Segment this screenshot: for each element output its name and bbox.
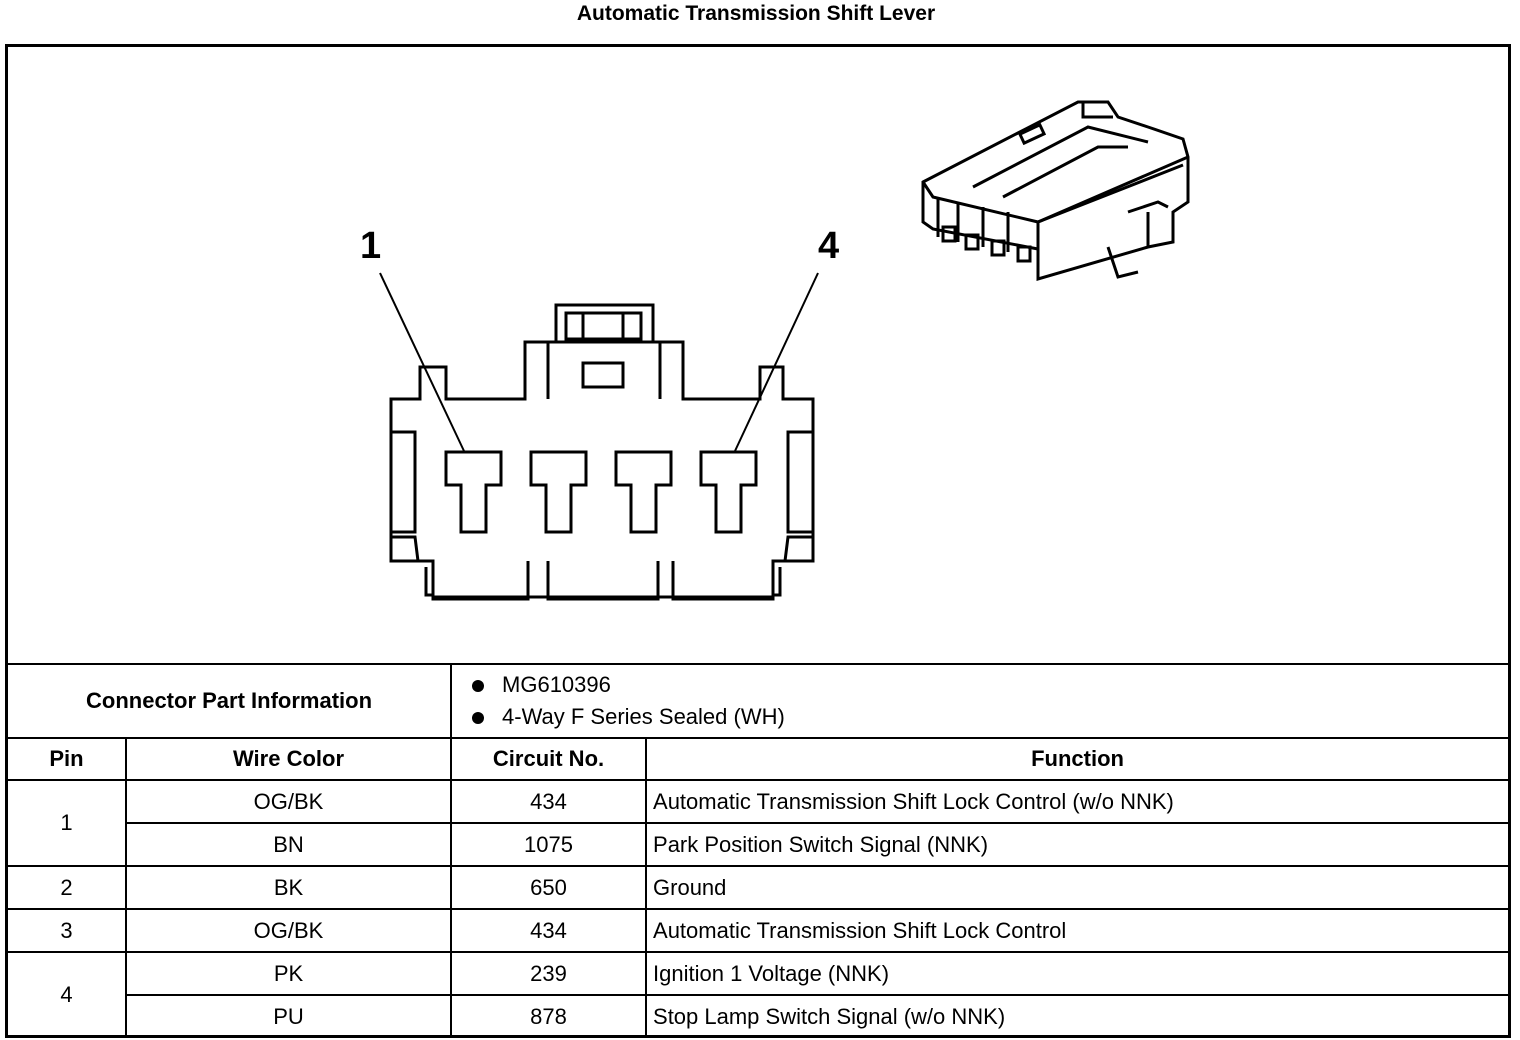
connector-diagram: 1 4 <box>8 47 1508 663</box>
bullet-icon <box>472 712 485 725</box>
header-wire-color: Wire Color <box>124 737 453 781</box>
wire-color-cell: OG/BK <box>124 908 453 953</box>
function-cell: Automatic Transmission Shift Lock Contro… <box>645 779 1509 824</box>
circuit-cell: 878 <box>450 994 648 1037</box>
table-row: PU 878 Stop Lamp Switch Signal (w/o NNK) <box>8 994 1509 1037</box>
callout-pin-1: 1 <box>360 225 382 267</box>
connector-face-view <box>379 100 1190 601</box>
wire-color-cell: BK <box>124 865 453 910</box>
function-cell: Park Position Switch Signal (NNK) <box>645 822 1509 867</box>
table-row: 3 OG/BK 434 Automatic Transmission Shift… <box>8 908 1509 953</box>
pin-cell: 4 <box>8 951 127 1038</box>
table-row: BN 1075 Park Position Switch Signal (NNK… <box>8 822 1509 867</box>
connector-part-info-values: MG610396 4-Way F Series Sealed (WH) <box>450 663 1509 739</box>
table-row: 4 PK 239 Ignition 1 Voltage (NNK) <box>8 951 1509 1038</box>
circuit-cell: 650 <box>450 865 648 910</box>
table-row: 1 OG/BK 434 Automatic Transmission Shift… <box>8 779 1509 867</box>
wire-color-cell: PU <box>126 994 453 1037</box>
circuit-cell: 434 <box>450 779 648 824</box>
function-cell: Ignition 1 Voltage (NNK) <box>645 951 1509 996</box>
connector-type: 4-Way F Series Sealed (WH) <box>502 704 785 729</box>
wire-color-cell: OG/BK <box>124 779 453 824</box>
wire-color-cell: PK <box>124 951 453 996</box>
part-info-item: 4-Way F Series Sealed (WH) <box>472 701 1508 733</box>
pin-cell: 1 <box>8 779 127 867</box>
function-cell: Ground <box>645 865 1509 910</box>
header-function: Function <box>645 737 1509 781</box>
header-pin: Pin <box>8 737 127 781</box>
connector-part-info-label: Connector Part Information <box>8 663 453 739</box>
part-info-item: MG610396 <box>472 669 1508 701</box>
circuit-cell: 239 <box>450 951 648 996</box>
part-number: MG610396 <box>502 672 611 697</box>
circuit-cell: 1075 <box>450 822 648 867</box>
table-header-row: Pin Wire Color Circuit No. Function <box>8 737 1509 781</box>
connector-frame: 1 4 Connector Part Information MG610396 … <box>5 44 1511 1038</box>
pinout-table: Connector Part Information MG610396 4-Wa… <box>8 663 1509 1038</box>
pin-cell: 3 <box>8 908 127 953</box>
bullet-icon <box>472 680 485 693</box>
table-row: 2 BK 650 Ground <box>8 865 1509 910</box>
wire-color-cell: BN <box>126 822 453 867</box>
callout-pin-4: 4 <box>818 225 840 267</box>
pin-cell: 2 <box>8 865 127 910</box>
connector-part-info-row: Connector Part Information MG610396 4-Wa… <box>8 663 1509 739</box>
header-circuit: Circuit No. <box>450 737 648 781</box>
diagram-title: Automatic Transmission Shift Lever <box>576 2 936 25</box>
connector-isometric-icon <box>921 100 1190 281</box>
function-cell: Automatic Transmission Shift Lock Contro… <box>645 908 1509 953</box>
function-cell: Stop Lamp Switch Signal (w/o NNK) <box>645 994 1509 1037</box>
circuit-cell: 434 <box>450 908 648 953</box>
